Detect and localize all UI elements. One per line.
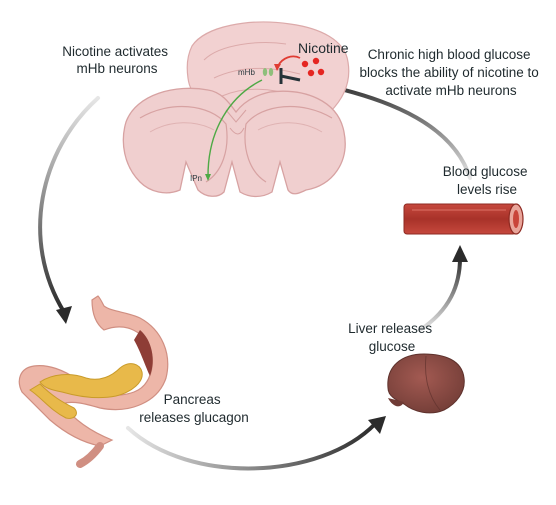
midline-structure <box>225 109 247 135</box>
chronic-glucose-line-3: activate mHb neurons <box>385 83 517 98</box>
pancreas-text: Pancreas releases glucagon <box>139 392 249 425</box>
pancreas-line-2: releases glucagon <box>139 410 249 425</box>
liver-line-2: glucose <box>369 339 416 354</box>
nicotine-activates-text: Nicotine activates mHb neurons <box>62 44 172 76</box>
pancreas-line-1: Pancreas <box>164 392 221 407</box>
liver-line-1: Liver releases <box>348 321 432 336</box>
nicotine-activates-line-2: mHb neurons <box>76 61 157 76</box>
nicotine-activates-line-1: Nicotine activates <box>62 44 168 59</box>
mhb-nucleus-right <box>268 68 274 76</box>
pancreas <box>39 363 143 399</box>
glucose-rise-line-2: levels rise <box>457 182 517 197</box>
liver <box>387 353 465 414</box>
arrow-brain-to-pancreas <box>38 96 100 314</box>
arrow-head-bottom <box>368 416 386 434</box>
mhb-label: mHb <box>238 68 255 77</box>
liver-text: Liver releases glucose <box>348 321 436 354</box>
inhibition-stem <box>280 74 301 82</box>
chronic-glucose-text: Chronic high blood glucose blocks the ab… <box>359 47 542 98</box>
chronic-glucose-line-1: Chronic high blood glucose <box>368 47 531 62</box>
cycle-arrows <box>38 78 472 471</box>
arrow-head-right <box>452 245 468 262</box>
ipn-label: IPn <box>190 174 202 183</box>
glucose-rise-line-1: Blood glucose <box>443 164 528 179</box>
projection-arrowhead <box>205 174 211 181</box>
brain-coronal-section <box>122 87 346 198</box>
intestine <box>76 442 104 468</box>
right-cortex-fold <box>244 105 333 183</box>
mhb-nucleus-left <box>262 68 268 76</box>
nicotine-molecules <box>301 57 325 77</box>
spleen <box>134 330 153 376</box>
stomach-pancreas <box>18 295 169 468</box>
nicotine-arrowhead <box>274 64 281 71</box>
chronic-glucose-line-2: blocks the ability of nicotine to <box>359 65 538 80</box>
nicotine-label: Nicotine <box>298 40 349 56</box>
blood-vessel <box>403 203 524 235</box>
arrow-head-left <box>56 306 72 324</box>
glucose-rise-text: Blood glucose levels rise <box>443 164 532 197</box>
hippocampus-lines <box>149 122 323 133</box>
left-cortex-fold <box>139 105 228 183</box>
brain-illustration <box>122 21 350 198</box>
arrow-pancreas-to-liver <box>126 422 377 471</box>
arrow-liver-to-blood <box>418 256 462 332</box>
pancreas-head <box>29 383 77 419</box>
mhb-ipn-projection <box>207 79 263 177</box>
